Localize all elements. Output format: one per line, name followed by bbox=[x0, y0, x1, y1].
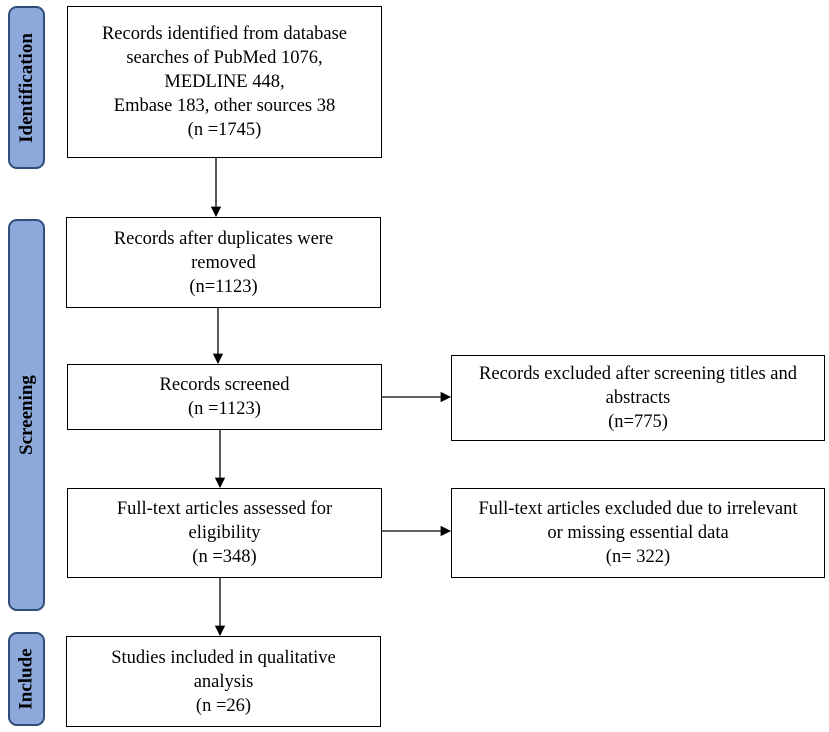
box-line: searches of PubMed 1076, bbox=[126, 48, 323, 68]
box-line: removed bbox=[191, 252, 256, 273]
box-line: eligibility bbox=[188, 523, 261, 543]
box-line: Records after duplicates were bbox=[113, 228, 334, 249]
box-line: abstracts bbox=[605, 388, 671, 408]
box-records-screened: Records screened (n =1123) bbox=[67, 364, 382, 430]
phase-identification: Identification bbox=[8, 6, 45, 169]
box-line: Records identified from database bbox=[101, 24, 348, 44]
phase-screening: Screening bbox=[8, 219, 45, 611]
box-line: Records screened bbox=[159, 375, 290, 395]
box-records-excluded-screening: Records excluded after screening titles … bbox=[451, 355, 825, 441]
phase-include: Include bbox=[8, 632, 45, 726]
box-line: Records excluded after screening titles … bbox=[479, 364, 797, 384]
box-records-identified: Records identified from database searche… bbox=[67, 6, 382, 158]
box-line: analysis bbox=[193, 671, 254, 692]
box-duplicates-removed: Records after duplicates were removed (n… bbox=[66, 217, 381, 308]
box-fulltext-assessed: Full-text articles assessed for eligibil… bbox=[67, 488, 382, 578]
box-line: or missing essential data bbox=[547, 523, 729, 543]
box-line: MEDLINE 448, bbox=[164, 72, 285, 92]
box-line: (n =26) bbox=[195, 695, 252, 716]
box-studies-included: Studies included in qualitative analysis… bbox=[66, 636, 381, 727]
box-line: (n =348) bbox=[192, 547, 257, 567]
box-line: Embase 183, other sources 38 bbox=[113, 96, 336, 116]
box-line: (n=775) bbox=[608, 412, 668, 432]
box-fulltext-excluded: Full-text articles excluded due to irrel… bbox=[451, 488, 825, 578]
box-line: (n= 322) bbox=[605, 547, 671, 567]
box-line: Full-text articles excluded due to irrel… bbox=[478, 499, 798, 519]
box-line: (n =1123) bbox=[188, 399, 261, 419]
box-line: (n =1745) bbox=[187, 120, 262, 140]
box-line: Full-text articles assessed for bbox=[116, 499, 333, 519]
box-line: Studies included in qualitative bbox=[111, 647, 336, 668]
box-line: (n=1123) bbox=[189, 276, 258, 297]
